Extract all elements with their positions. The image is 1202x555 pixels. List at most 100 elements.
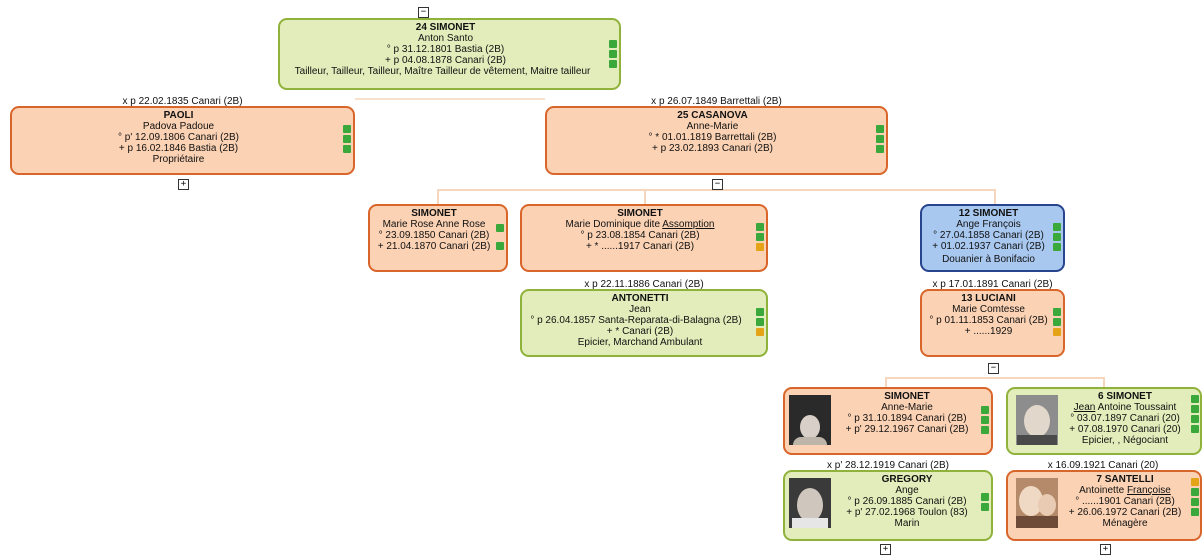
source-flags — [756, 308, 764, 338]
person-given-names: Padova Padoue — [142, 121, 215, 132]
person-card-marie-dominique-simonet[interactable]: SIMONET Marie Dominique dite Assomption … — [520, 204, 768, 272]
source-check-icon — [756, 233, 764, 241]
source-check-icon — [1191, 498, 1199, 506]
collapse-toggle[interactable]: − — [418, 7, 429, 18]
given-underlined: Assomption — [662, 219, 715, 230]
given-suffix: Antoine Toussaint — [1095, 402, 1177, 413]
person-death: + 07.08.1970 Canari (20) — [1069, 424, 1181, 435]
source-missing-icon — [1053, 328, 1061, 336]
person-occupation: Tailleur, Tailleur, Tailleur, Maître Tai… — [294, 66, 591, 77]
person-name: 7 SANTELLI — [1096, 474, 1154, 485]
marriage-label: x p 17.01.1891 Canari (2B) — [932, 279, 1053, 290]
source-flags — [981, 406, 989, 436]
person-given-names: Jean — [629, 304, 651, 315]
person-death: + 21.04.1870 Canari (2B) — [377, 241, 491, 252]
connector-line — [644, 189, 646, 205]
source-check-icon — [343, 145, 351, 153]
source-flags — [1191, 478, 1199, 518]
person-birth: ° p 01.11.1853 Canari (2B) — [929, 315, 1048, 326]
person-given-names: Anton Santo — [417, 33, 474, 44]
person-card-anne-marie-simonet[interactable]: SIMONET Anne-Marie ° p 31.10.1894 Canari… — [783, 387, 993, 455]
person-given-names: Antoinette Françoise — [1060, 485, 1190, 496]
source-check-icon — [496, 224, 504, 232]
connector-line — [1103, 377, 1105, 388]
person-occupation: Epicier, Marchand Ambulant — [577, 337, 703, 348]
given-prefix: Antoinette — [1079, 485, 1127, 496]
source-check-icon — [981, 426, 989, 434]
source-missing-icon — [756, 243, 764, 251]
person-card-casanova[interactable]: 25 CASANOVA Anne-Marie ° * 01.01.1819 Ba… — [545, 106, 888, 175]
source-check-icon — [1053, 233, 1061, 241]
person-photo — [789, 395, 831, 445]
collapse-toggle[interactable]: − — [988, 363, 999, 374]
person-name: 25 CASANOVA — [677, 110, 748, 121]
person-name: GREGORY — [881, 474, 933, 485]
person-given-names: Ange François — [956, 219, 1021, 230]
person-birth: ° * 01.01.1819 Barrettali (2B) — [648, 132, 777, 143]
source-flags — [876, 125, 884, 155]
person-card-marie-rose-simonet[interactable]: SIMONET Marie Rose Anne Rose ° 23.09.185… — [368, 204, 508, 272]
connector-line — [994, 189, 996, 205]
person-card-anton-santo-simonet[interactable]: 24 SIMONET Anton Santo ° p 31.12.1801 Ba… — [278, 18, 621, 90]
person-death: + p' 27.02.1968 Toulon (83) — [846, 507, 968, 518]
person-card-jean-antoine-simonet[interactable]: 6 SIMONET Jean Antoine Toussaint ° 03.07… — [1006, 387, 1202, 455]
source-check-icon — [1191, 425, 1199, 433]
person-photo — [1016, 478, 1058, 528]
person-birth: ° p 26.09.1885 Canari (2B) — [847, 496, 967, 507]
source-check-icon — [1191, 415, 1199, 423]
collapse-toggle[interactable]: − — [712, 179, 723, 190]
source-check-icon — [496, 242, 504, 250]
source-check-icon — [609, 60, 617, 68]
person-death: + p 16.02.1846 Bastia (2B) — [118, 143, 239, 154]
given-underlined: Jean — [1073, 402, 1096, 413]
person-occupation: Ménagère — [1102, 518, 1148, 529]
source-check-icon — [981, 406, 989, 414]
connector-line — [885, 377, 1105, 379]
person-birth: ° p 23.08.1854 Canari (2B) — [580, 230, 700, 241]
connector-line — [355, 98, 545, 100]
source-check-icon — [1053, 308, 1061, 316]
source-check-icon — [981, 503, 989, 511]
source-check-icon — [1191, 508, 1199, 516]
person-birth: ° p 26.04.1857 Santa-Reparata-di-Balagna… — [530, 315, 742, 326]
person-occupation: Douanier à Bonifacio — [942, 254, 1035, 265]
connector-line — [885, 377, 887, 388]
source-check-icon — [1053, 243, 1061, 251]
person-death: + 26.06.1972 Canari (2B) — [1068, 507, 1182, 518]
person-given-names: Anne-Marie — [686, 121, 739, 132]
person-card-paoli[interactable]: PAOLI Padova Padoue ° p' 12.09.1806 Cana… — [10, 106, 355, 175]
expand-toggle[interactable]: + — [1100, 544, 1111, 555]
person-card-ange-francois-simonet[interactable]: 12 SIMONET Ange François ° 27.04.1858 Ca… — [920, 204, 1065, 272]
person-occupation: Marin — [894, 518, 920, 529]
source-flags — [756, 223, 764, 253]
marriage-label: x p 22.11.1886 Canari (2B) — [584, 279, 704, 290]
person-name: SIMONET — [884, 391, 930, 402]
source-flags — [609, 40, 617, 70]
source-check-icon — [876, 145, 884, 153]
person-death: + p 04.08.1878 Canari (2B) — [385, 55, 506, 66]
person-name: 12 SIMONET — [958, 208, 1019, 219]
source-check-icon — [981, 416, 989, 424]
person-card-luciani[interactable]: 13 LUCIANI Marie Comtesse ° p 01.11.1853… — [920, 289, 1065, 357]
source-check-icon — [756, 318, 764, 326]
source-check-icon — [609, 50, 617, 58]
given-prefix: Marie Dominique dite — [565, 219, 663, 230]
person-given-names: Anne-Marie — [881, 402, 933, 413]
marriage-label: x p' 28.12.1919 Canari (2B) — [827, 460, 949, 471]
person-name: ANTONETTI — [611, 293, 669, 304]
source-flags — [1053, 308, 1061, 338]
person-name: SIMONET — [617, 208, 663, 219]
source-check-icon — [756, 308, 764, 316]
person-card-antonetti[interactable]: ANTONETTI Jean ° p 26.04.1857 Santa-Repa… — [520, 289, 768, 357]
source-flags — [981, 493, 989, 513]
person-card-santelli[interactable]: 7 SANTELLI Antoinette Françoise ° ......… — [1006, 470, 1202, 541]
person-birth: ° p 31.10.1894 Canari (2B) — [847, 413, 967, 424]
source-check-icon — [981, 493, 989, 501]
person-birth: ° 27.04.1858 Canari (2B) — [933, 230, 1044, 241]
expand-toggle[interactable]: + — [880, 544, 891, 555]
person-card-gregory[interactable]: GREGORY Ange ° p 26.09.1885 Canari (2B) … — [783, 470, 993, 541]
source-flags — [1191, 395, 1199, 435]
person-name: 24 SIMONET — [415, 22, 476, 33]
expand-toggle[interactable]: + — [178, 179, 189, 190]
connector-line — [437, 189, 996, 191]
